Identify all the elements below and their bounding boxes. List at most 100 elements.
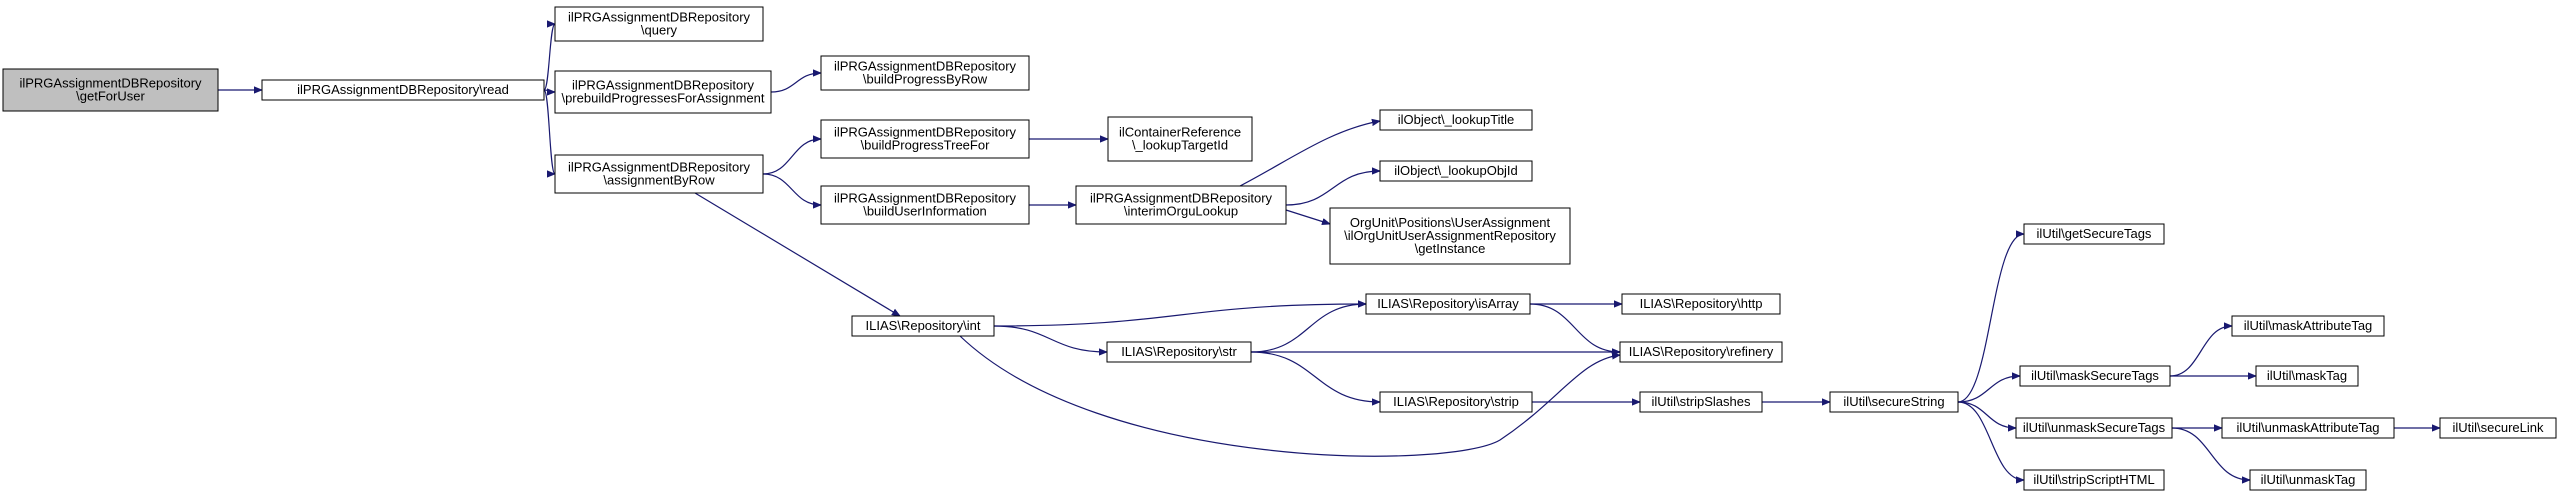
edge-secureString-to-unmaskSecureTags (1957, 401, 2016, 428)
node-box (2023, 469, 2165, 491)
node-buildUserInformation[interactable]: ilPRGAssignmentDBRepository\buildUserInf… (820, 185, 1030, 225)
node-box (1379, 160, 1533, 182)
node-label: ilUtil\secureLink (2452, 420, 2544, 435)
node-lookupObjId[interactable]: ilObject\_lookupObjId (1379, 160, 1533, 182)
node-box (1107, 116, 1253, 162)
edge-isArray-to-refinery (1529, 303, 1620, 352)
node-box (1075, 185, 1287, 225)
node-label: ILIAS\Repository\refinery (1629, 344, 1774, 359)
node-box (2439, 417, 2557, 439)
edge-assignmentByRow-to-buildUserInformation (762, 173, 821, 205)
node-getForUser[interactable]: ilPRGAssignmentDBRepository\getForUser (2, 68, 219, 112)
edge-interimOrguLookup-to-lookupTitle (1239, 121, 1380, 187)
edge-secureString-to-stripScriptHTML (1957, 401, 2025, 480)
edge-unmaskSecureTags-to-unmaskTag (2171, 427, 2250, 480)
node-int[interactable]: ILIAS\Repository\int (851, 315, 995, 337)
node-isArray[interactable]: ILIAS\Repository\isArray (1365, 293, 1531, 315)
node-buildProgressByRow[interactable]: ilPRGAssignmentDBRepository\buildProgres… (820, 55, 1030, 91)
node-box (2221, 417, 2395, 439)
node-label: ilUtil\maskAttributeTag (2244, 318, 2373, 333)
node-secureLink[interactable]: ilUtil\secureLink (2439, 417, 2557, 439)
node-label: \prebuildProgressesForAssignment (561, 90, 764, 105)
node-label: ilPRGAssignmentDBRepository (834, 58, 1017, 73)
node-box (261, 79, 545, 101)
node-maskSecureTags[interactable]: ilUtil\maskSecureTags (2019, 365, 2171, 387)
node-stripSlashes[interactable]: ilUtil\stripSlashes (1639, 391, 1763, 413)
node-box (851, 315, 995, 337)
edge-secureString-to-maskSecureTags (1957, 376, 2020, 403)
node-strip[interactable]: ILIAS\Repository\strip (1379, 391, 1533, 413)
node-box (1365, 293, 1531, 315)
node-box (820, 119, 1030, 159)
node-label: ilUtil\maskTag (2267, 368, 2347, 383)
node-label: ilPRGAssignmentDBRepository (568, 159, 751, 174)
edge-str-to-isArray (1250, 304, 1366, 353)
node-label: \buildUserInformation (863, 203, 987, 218)
node-query[interactable]: ilPRGAssignmentDBRepository\query (554, 6, 764, 42)
node-label: ILIAS\Repository\isArray (1377, 296, 1519, 311)
node-label: \ilOrgUnitUserAssignmentRepository (1344, 228, 1556, 243)
node-label: ILIAS\Repository\http (1640, 296, 1763, 311)
node-assignmentByRow[interactable]: ilPRGAssignmentDBRepository\assignmentBy… (554, 154, 764, 194)
node-maskTag[interactable]: ilUtil\maskTag (2255, 365, 2359, 387)
node-label: ilContainerReference (1119, 124, 1241, 139)
node-label: ilUtil\maskSecureTags (2031, 368, 2159, 383)
node-prebuild[interactable]: ilPRGAssignmentDBRepository\prebuildProg… (554, 70, 772, 114)
node-label: \getInstance (1415, 241, 1486, 256)
node-buildProgressTreeFor[interactable]: ilPRGAssignmentDBRepository\buildProgres… (820, 119, 1030, 159)
node-stripScriptHTML[interactable]: ilUtil\stripScriptHTML (2023, 469, 2165, 491)
node-label: ilUtil\getSecureTags (2037, 226, 2152, 241)
node-read[interactable]: ilPRGAssignmentDBRepository\read (261, 79, 545, 101)
node-box (2255, 365, 2359, 387)
node-label: ILIAS\Repository\str (1121, 344, 1237, 359)
edge-assignmentByRow-to-int (694, 192, 900, 316)
node-box (1621, 293, 1781, 315)
node-unmaskTag[interactable]: ilUtil\unmaskTag (2249, 469, 2367, 491)
node-box (820, 55, 1030, 91)
node-lookupTargetId[interactable]: ilContainerReference\_lookupTargetId (1107, 116, 1253, 162)
node-getInstance[interactable]: OrgUnit\Positions\UserAssignment\ilOrgUn… (1329, 207, 1571, 265)
node-lookupTitle[interactable]: ilObject\_lookupTitle (1379, 109, 1533, 131)
node-unmaskAttributeTag[interactable]: ilUtil\unmaskAttributeTag (2221, 417, 2395, 439)
node-label: ilPRGAssignmentDBRepository (568, 9, 751, 24)
node-secureString[interactable]: ilUtil\secureString (1829, 391, 1959, 413)
node-box (1379, 109, 1533, 131)
edge-int-to-refinery (959, 335, 1620, 457)
edge-assignmentByRow-to-buildProgressTreeFor (762, 139, 821, 175)
node-label: ilUtil\stripScriptHTML (2033, 472, 2154, 487)
node-label: ilPRGAssignmentDBRepository (834, 124, 1017, 139)
node-interimOrguLookup[interactable]: ilPRGAssignmentDBRepository\interimOrguL… (1075, 185, 1287, 225)
node-box (554, 6, 764, 42)
node-getSecureTags[interactable]: ilUtil\getSecureTags (2023, 223, 2165, 245)
node-box (1106, 341, 1252, 363)
edge-int-to-str (993, 325, 1107, 352)
edge-maskSecureTags-to-maskAttributeTag (2169, 326, 2232, 377)
node-box (2019, 365, 2171, 387)
edge-read-to-assignmentByRow (543, 89, 556, 174)
node-label: \query (641, 22, 678, 37)
edge-read-to-prebuild (543, 90, 556, 92)
node-label: ilPRGAssignmentDBRepository (1090, 190, 1273, 205)
node-box (2023, 223, 2165, 245)
node-box (2231, 315, 2385, 337)
node-unmaskSecureTags[interactable]: ilUtil\unmaskSecureTags (2015, 417, 2173, 439)
node-label: \buildProgressByRow (863, 71, 988, 86)
edge-interimOrguLookup-to-lookupObjId (1285, 171, 1380, 206)
node-box (1329, 207, 1571, 265)
node-http[interactable]: ILIAS\Repository\http (1621, 293, 1781, 315)
node-label: \buildProgressTreeFor (861, 137, 991, 152)
node-label: ilPRGAssignmentDBRepository (572, 77, 755, 92)
node-str[interactable]: ILIAS\Repository\str (1106, 341, 1252, 363)
edge-secureString-to-getSecureTags (1957, 234, 2025, 403)
node-box (1639, 391, 1763, 413)
edge-int-to-isArray (993, 304, 1366, 327)
node-maskAttributeTag[interactable]: ilUtil\maskAttributeTag (2231, 315, 2385, 337)
nodes-layer: ilPRGAssignmentDBRepository\getForUser il… (2, 6, 2557, 491)
node-refinery[interactable]: ILIAS\Repository\refinery (1619, 341, 1783, 363)
node-label: ilPRGAssignmentDBRepository\read (297, 82, 509, 97)
node-label: \assignmentByRow (603, 172, 715, 187)
edge-prebuild-to-buildProgressByRow (770, 73, 821, 93)
node-box (554, 70, 772, 114)
node-box (2249, 469, 2367, 491)
